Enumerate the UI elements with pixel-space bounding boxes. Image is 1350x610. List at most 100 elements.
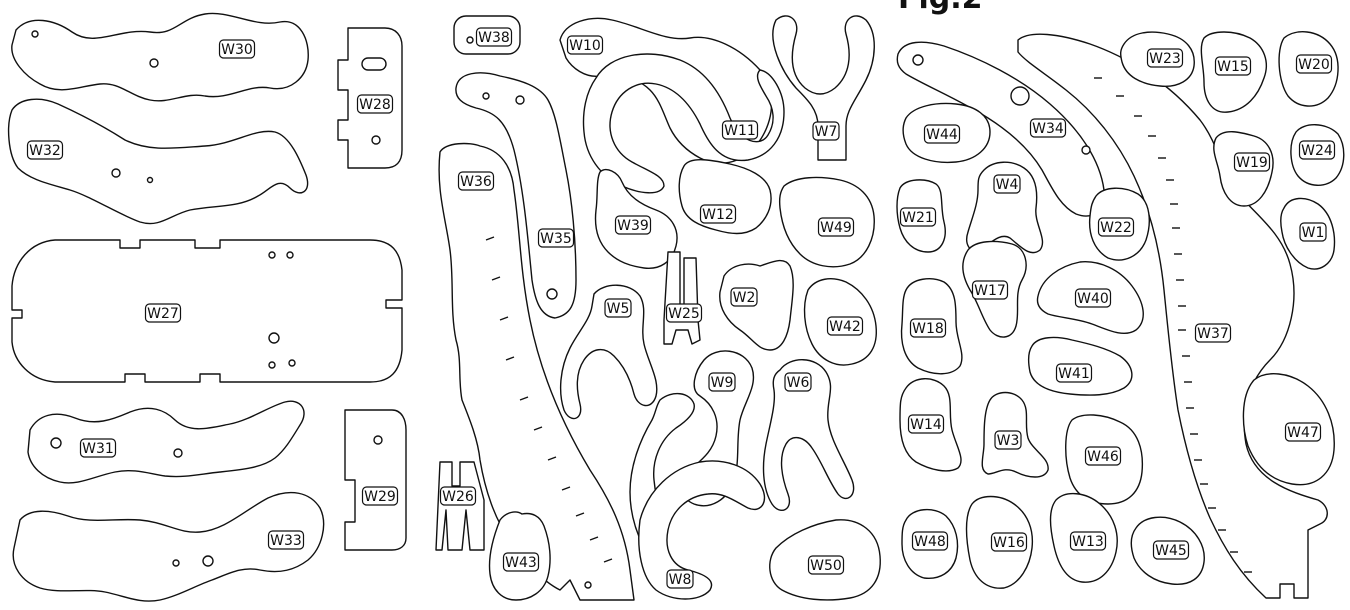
part-label-w35: W35 — [537, 228, 575, 248]
part-outline-w6 — [762, 359, 855, 512]
part-label-box — [699, 204, 737, 224]
part-label-box — [144, 303, 182, 323]
part-label-text: W25 — [668, 306, 700, 322]
part-label-box — [604, 298, 632, 318]
part-label-w10: W10 — [566, 35, 604, 55]
part-label-box — [721, 120, 759, 140]
part-label-text: W38 — [478, 30, 510, 46]
part-label-w6: W6 — [784, 372, 812, 392]
part-label-w32: W32 — [26, 140, 64, 160]
part-label-box — [1097, 217, 1135, 237]
part-outline-w36 — [438, 142, 635, 601]
part-label-text: W19 — [1236, 155, 1268, 171]
part-label-w45: W45 — [1152, 540, 1190, 560]
part-outline-w26 — [435, 461, 485, 551]
part-label-box — [502, 552, 540, 572]
part-outline-w5 — [559, 284, 658, 420]
part-outline-w29 — [344, 409, 407, 551]
part-label-text: W40 — [1077, 291, 1109, 307]
part-label-box — [971, 280, 1009, 300]
part-label-box — [267, 530, 305, 550]
part-label-text: W41 — [1058, 366, 1090, 382]
part-label-text: W12 — [702, 207, 734, 223]
part-outline-w25 — [663, 251, 701, 345]
part-labels: W1W2W3W4W5W6W7W8W9W10W11W12W13W14W15W16W… — [26, 27, 1336, 589]
part-label-w23: W23 — [1146, 48, 1184, 68]
part-label-box — [708, 372, 736, 392]
part-label-box — [79, 438, 117, 458]
comb-tooth — [505, 356, 515, 361]
part-label-box — [1194, 323, 1232, 343]
part-label-box — [812, 121, 840, 141]
part-label-text: W48 — [914, 534, 946, 550]
comb-tooth — [603, 558, 613, 563]
part-label-text: W36 — [460, 174, 492, 190]
part-label-text: W45 — [1155, 543, 1187, 559]
part-label-box — [666, 569, 694, 589]
part-label-box — [911, 531, 949, 551]
part-label-text: W5 — [607, 301, 630, 317]
part-label-box — [1069, 531, 1107, 551]
part-label-w41: W41 — [1055, 363, 1093, 383]
comb-tooth — [533, 426, 543, 431]
part-label-box — [993, 174, 1021, 194]
part-outline-w31 — [27, 400, 305, 484]
part-label-box — [1055, 363, 1093, 383]
part-label-w20: W20 — [1295, 54, 1333, 74]
part-outline-w2 — [719, 259, 794, 351]
part-label-w11: W11 — [721, 120, 759, 140]
part-label-text: W43 — [505, 555, 537, 571]
part-label-box — [994, 430, 1022, 450]
part-label-text: W18 — [912, 321, 944, 337]
part-label-w1: W1 — [1299, 222, 1327, 242]
part-label-w34: W34 — [1029, 118, 1067, 138]
part-label-box — [807, 555, 845, 575]
part-label-box — [457, 171, 495, 191]
part-label-box — [1295, 54, 1333, 74]
part-label-text: W39 — [617, 218, 649, 234]
part-label-w13: W13 — [1069, 531, 1107, 551]
part-outline-w32 — [7, 98, 309, 225]
part-label-box — [1029, 118, 1067, 138]
part-outline-w33 — [12, 491, 325, 602]
part-label-box — [665, 303, 703, 323]
part-label-w15: W15 — [1214, 56, 1252, 76]
part-label-box — [1146, 48, 1184, 68]
part-label-w46: W46 — [1084, 446, 1122, 466]
part-label-text: W31 — [82, 441, 114, 457]
part-label-w40: W40 — [1074, 288, 1112, 308]
part-label-box — [1233, 152, 1271, 172]
part-label-text: W7 — [815, 124, 838, 140]
part-label-w31: W31 — [79, 438, 117, 458]
part-label-w12: W12 — [699, 204, 737, 224]
part-outline-w27 — [11, 239, 403, 383]
part-label-text: W14 — [910, 417, 942, 433]
figure-label: Fig.2 — [898, 0, 983, 16]
part-label-w25: W25 — [665, 303, 703, 323]
part-label-w24: W24 — [1298, 140, 1336, 160]
comb-tooth — [561, 486, 571, 491]
part-label-box — [899, 207, 937, 227]
part-label-box — [1284, 422, 1322, 442]
part-label-text: W32 — [29, 143, 61, 159]
part-label-w43: W43 — [502, 552, 540, 572]
part-label-text: W4 — [996, 177, 1019, 193]
part-label-box — [218, 39, 256, 59]
part-label-text: W23 — [1149, 51, 1181, 67]
part-label-text: W15 — [1217, 59, 1249, 75]
part-label-w28: W28 — [356, 94, 394, 114]
part-label-w2: W2 — [730, 287, 758, 307]
part-outline-w35 — [455, 72, 577, 319]
part-label-text: W9 — [711, 375, 734, 391]
part-label-box — [26, 140, 64, 160]
part-label-box — [566, 35, 604, 55]
part-label-box — [1074, 288, 1112, 308]
part-label-w38: W38 — [475, 27, 513, 47]
part-label-text: W26 — [442, 489, 474, 505]
part-label-w7: W7 — [812, 121, 840, 141]
part-label-text: W44 — [926, 127, 958, 143]
part-label-text: W46 — [1087, 449, 1119, 465]
part-label-box — [537, 228, 575, 248]
part-outline-w34 — [896, 41, 1105, 217]
